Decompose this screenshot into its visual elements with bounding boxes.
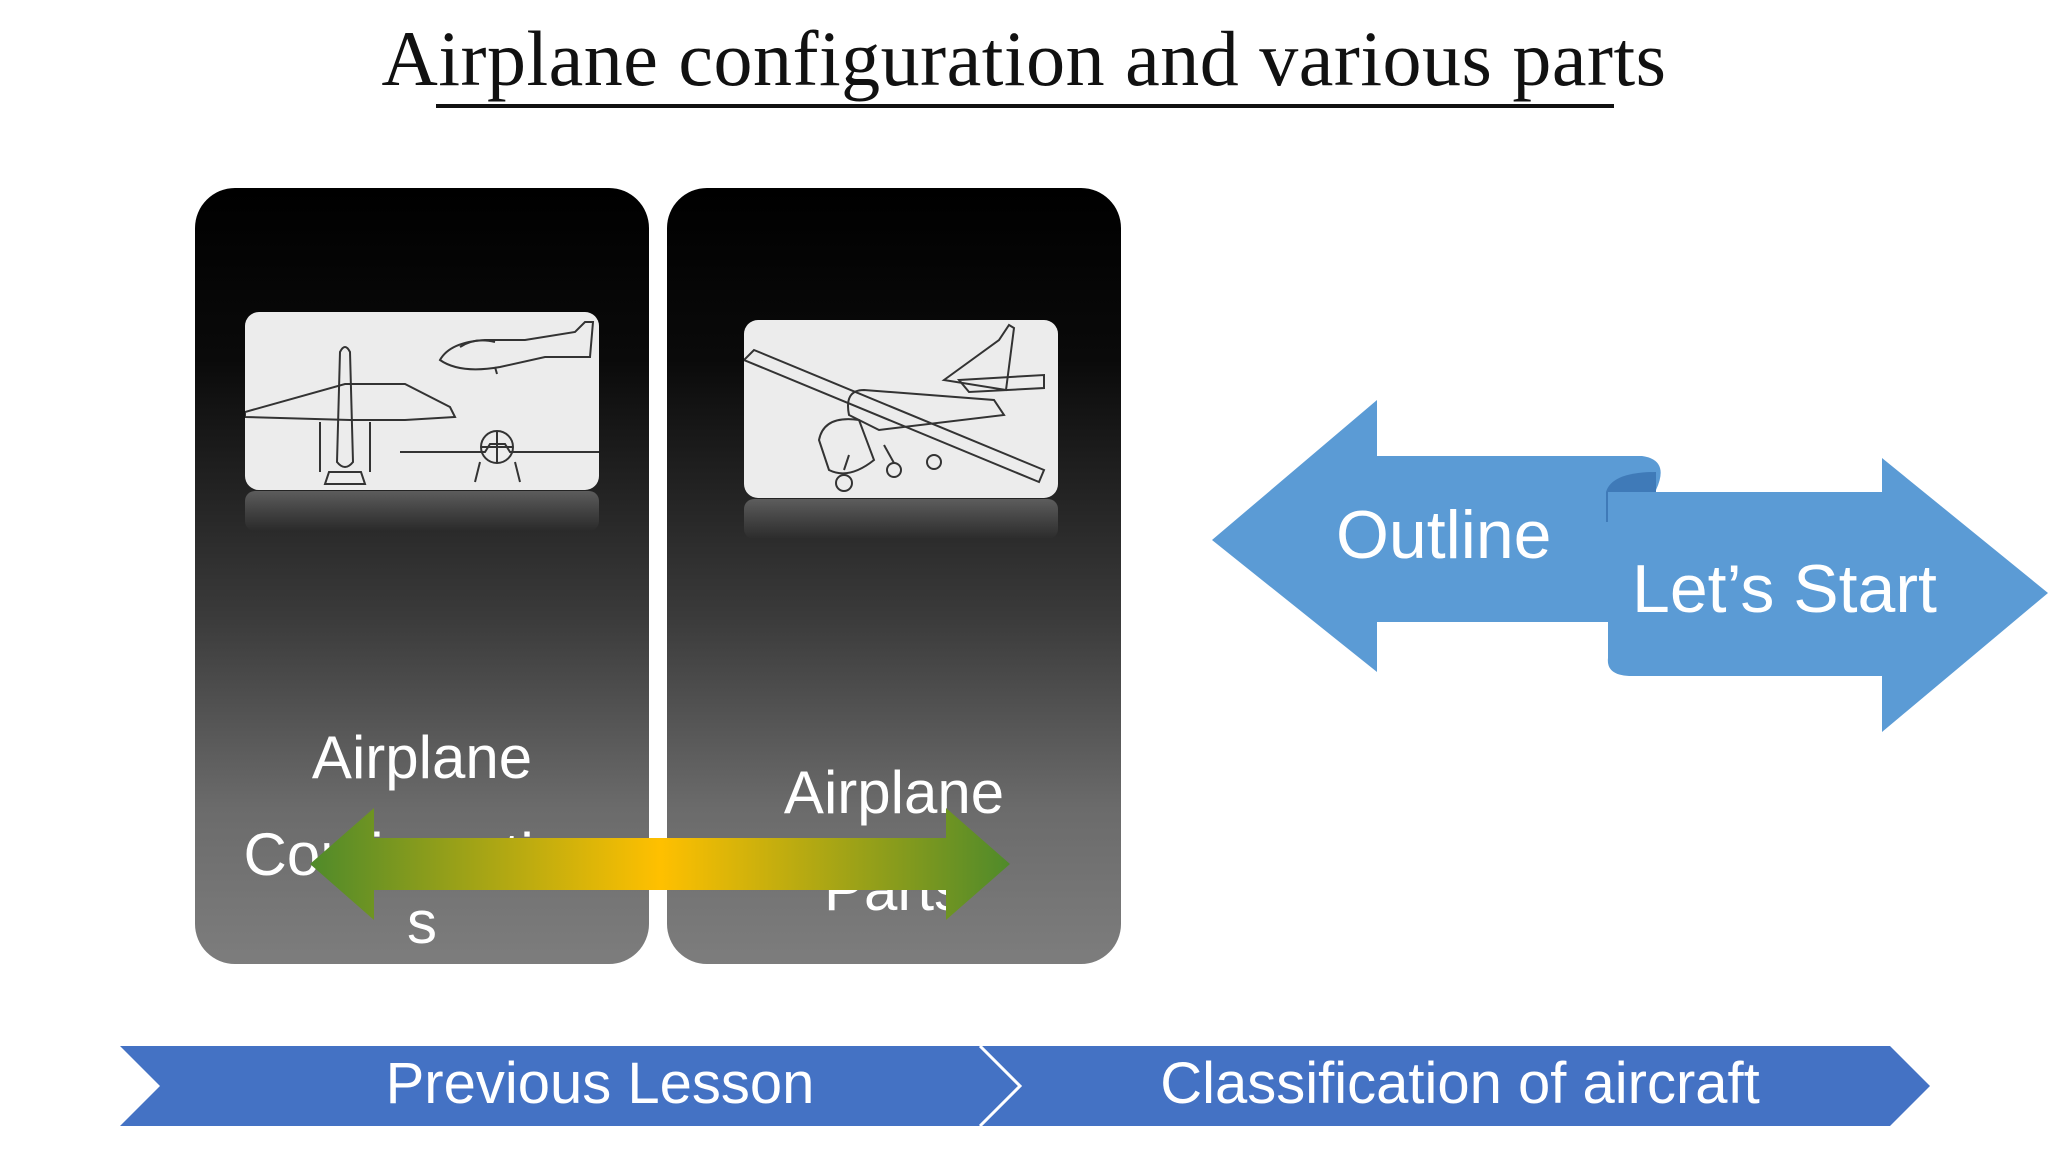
card-label-line3: s — [407, 889, 437, 956]
outline-scroll-arrow[interactable] — [1212, 400, 2048, 732]
airplane-drawing-icon — [744, 323, 1046, 492]
slide-title: Airplane configuration and various parts — [381, 15, 1667, 102]
classification-label[interactable]: Classification of aircraft — [1160, 1051, 1760, 1116]
card-label-line1: Airplane — [783, 759, 1005, 826]
airplane-configurations-image — [245, 312, 599, 490]
outline-label: Outline — [1336, 497, 1552, 573]
card-label-line1: Airplane — [311, 724, 533, 791]
title-underline — [436, 104, 1614, 108]
three-view-drawing-icon — [245, 321, 599, 485]
previous-lesson-label[interactable]: Previous Lesson — [385, 1051, 815, 1116]
lets-start-label: Let’s Start — [1632, 551, 1937, 627]
double-headed-arrow-icon — [310, 808, 1010, 920]
airplane-parts-image — [744, 320, 1058, 498]
image-reflection — [245, 491, 599, 531]
bottom-chevron-bar — [120, 1046, 1930, 1126]
card-airplane-parts[interactable]: Airplane Parts — [667, 188, 1121, 964]
image-reflection — [744, 499, 1058, 539]
chevron-classification[interactable] — [980, 1046, 1930, 1126]
chevron-previous-lesson[interactable] — [120, 1046, 1020, 1126]
